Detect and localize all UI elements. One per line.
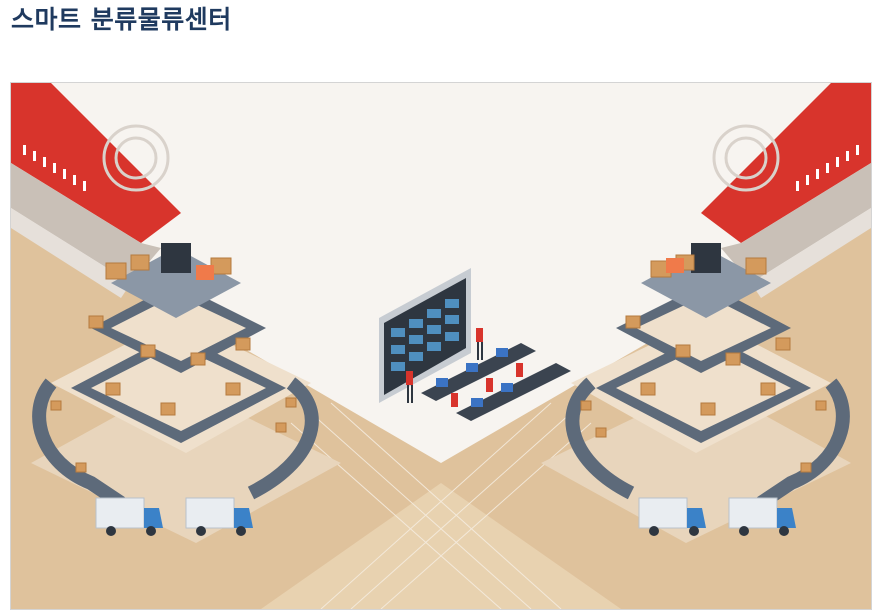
sorting-tower-right [541,243,851,543]
logistics-center-illustration [10,82,872,610]
sorting-tower-left [31,243,341,543]
page-title: 스마트 분류물류센터 [11,5,232,34]
truck-2 [185,497,253,536]
truck-4 [728,497,796,536]
truck-1 [95,497,163,536]
control-center [379,268,571,421]
truck-3 [638,497,706,536]
incoming-conveyor-left [11,83,181,298]
incoming-conveyor-right [701,83,871,298]
delivery-trucks [95,497,796,536]
